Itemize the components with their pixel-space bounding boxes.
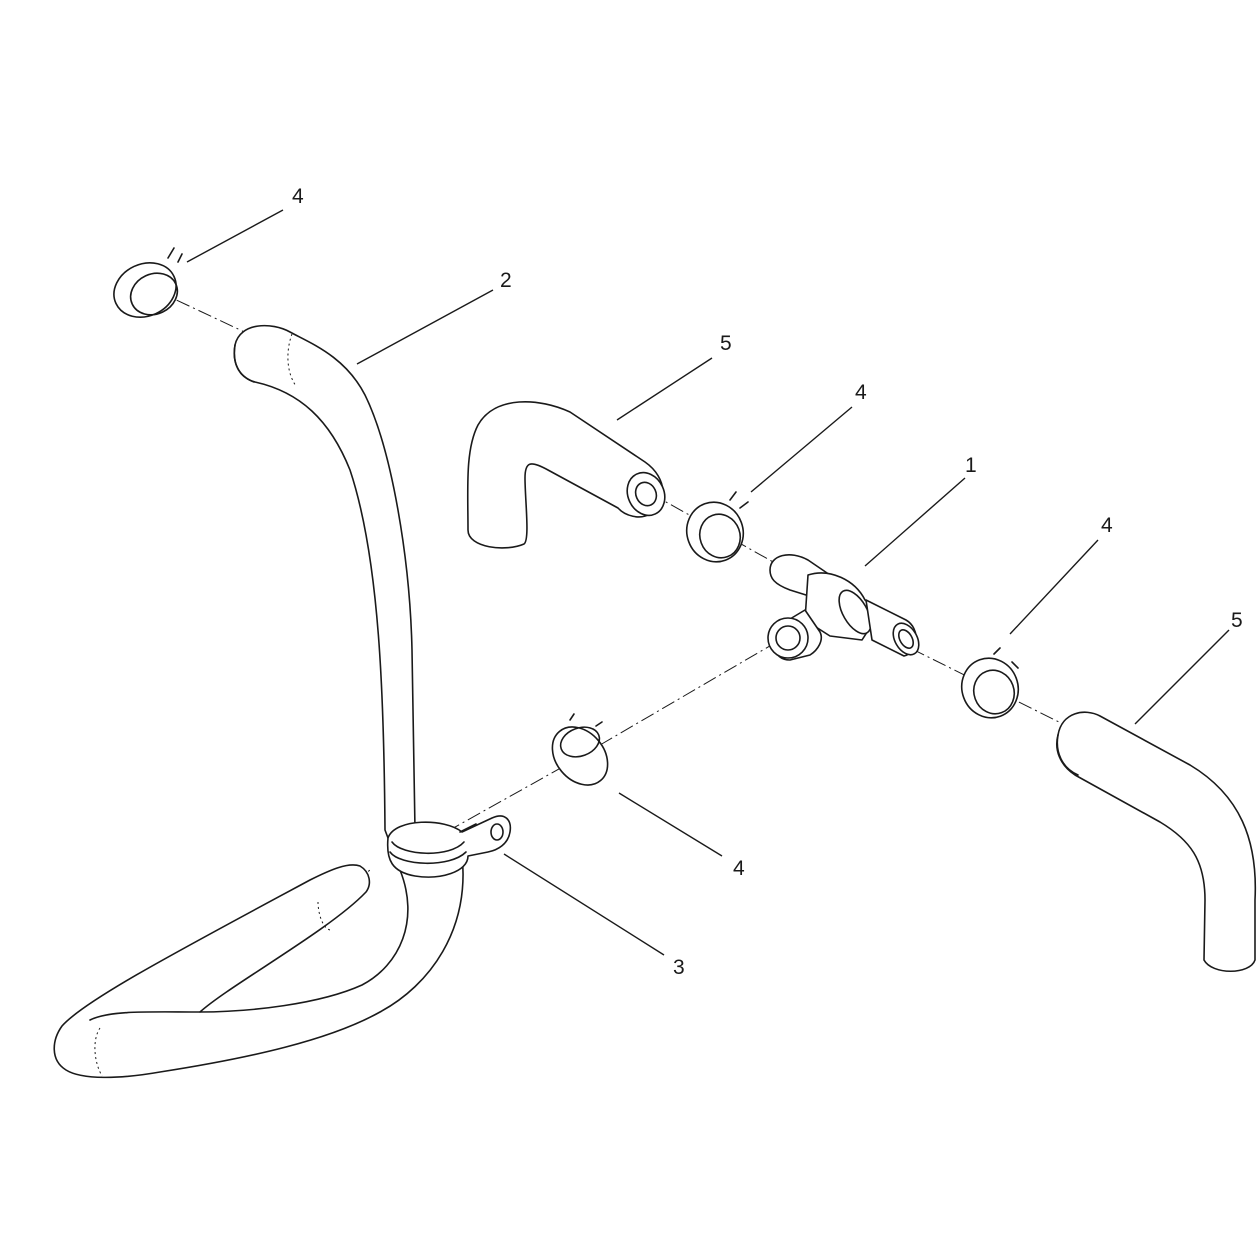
callout-1: 1 (965, 454, 977, 477)
leader-2 (356, 289, 494, 365)
spring-clamp-right (960, 647, 1020, 719)
spring-clamp-upper-mid (685, 491, 749, 563)
upper-elbow-hose (466, 400, 666, 549)
callout-5-right: 5 (1231, 609, 1243, 632)
callout-4-upper-mid: 4 (855, 381, 867, 404)
spring-clamp-lower (551, 713, 609, 786)
leader-4-right (1009, 539, 1099, 635)
leader-3 (503, 853, 665, 956)
leader-4-upper-mid (750, 406, 853, 493)
leader-4-top-left (186, 209, 284, 263)
leader-lines (186, 209, 1230, 956)
tee-fitting (767, 554, 920, 661)
callout-4-lower: 4 (733, 857, 745, 880)
p-clip-clamp (386, 815, 512, 878)
leader-1 (864, 477, 966, 567)
leader-5-top (616, 357, 713, 421)
leader-4-lower (618, 792, 723, 857)
spring-clamp-top-left (113, 247, 183, 318)
callout-4-top-left: 4 (292, 185, 304, 208)
right-elbow-hose (1056, 711, 1257, 972)
callout-5-top: 5 (720, 332, 732, 355)
callout-4-right: 4 (1101, 514, 1113, 537)
callout-2: 2 (500, 269, 512, 292)
callout-numbers: 4 2 5 4 1 4 5 4 3 (292, 185, 1243, 979)
callout-3: 3 (673, 956, 685, 979)
leader-5-right (1134, 629, 1230, 725)
long-bent-hose (53, 324, 464, 1079)
